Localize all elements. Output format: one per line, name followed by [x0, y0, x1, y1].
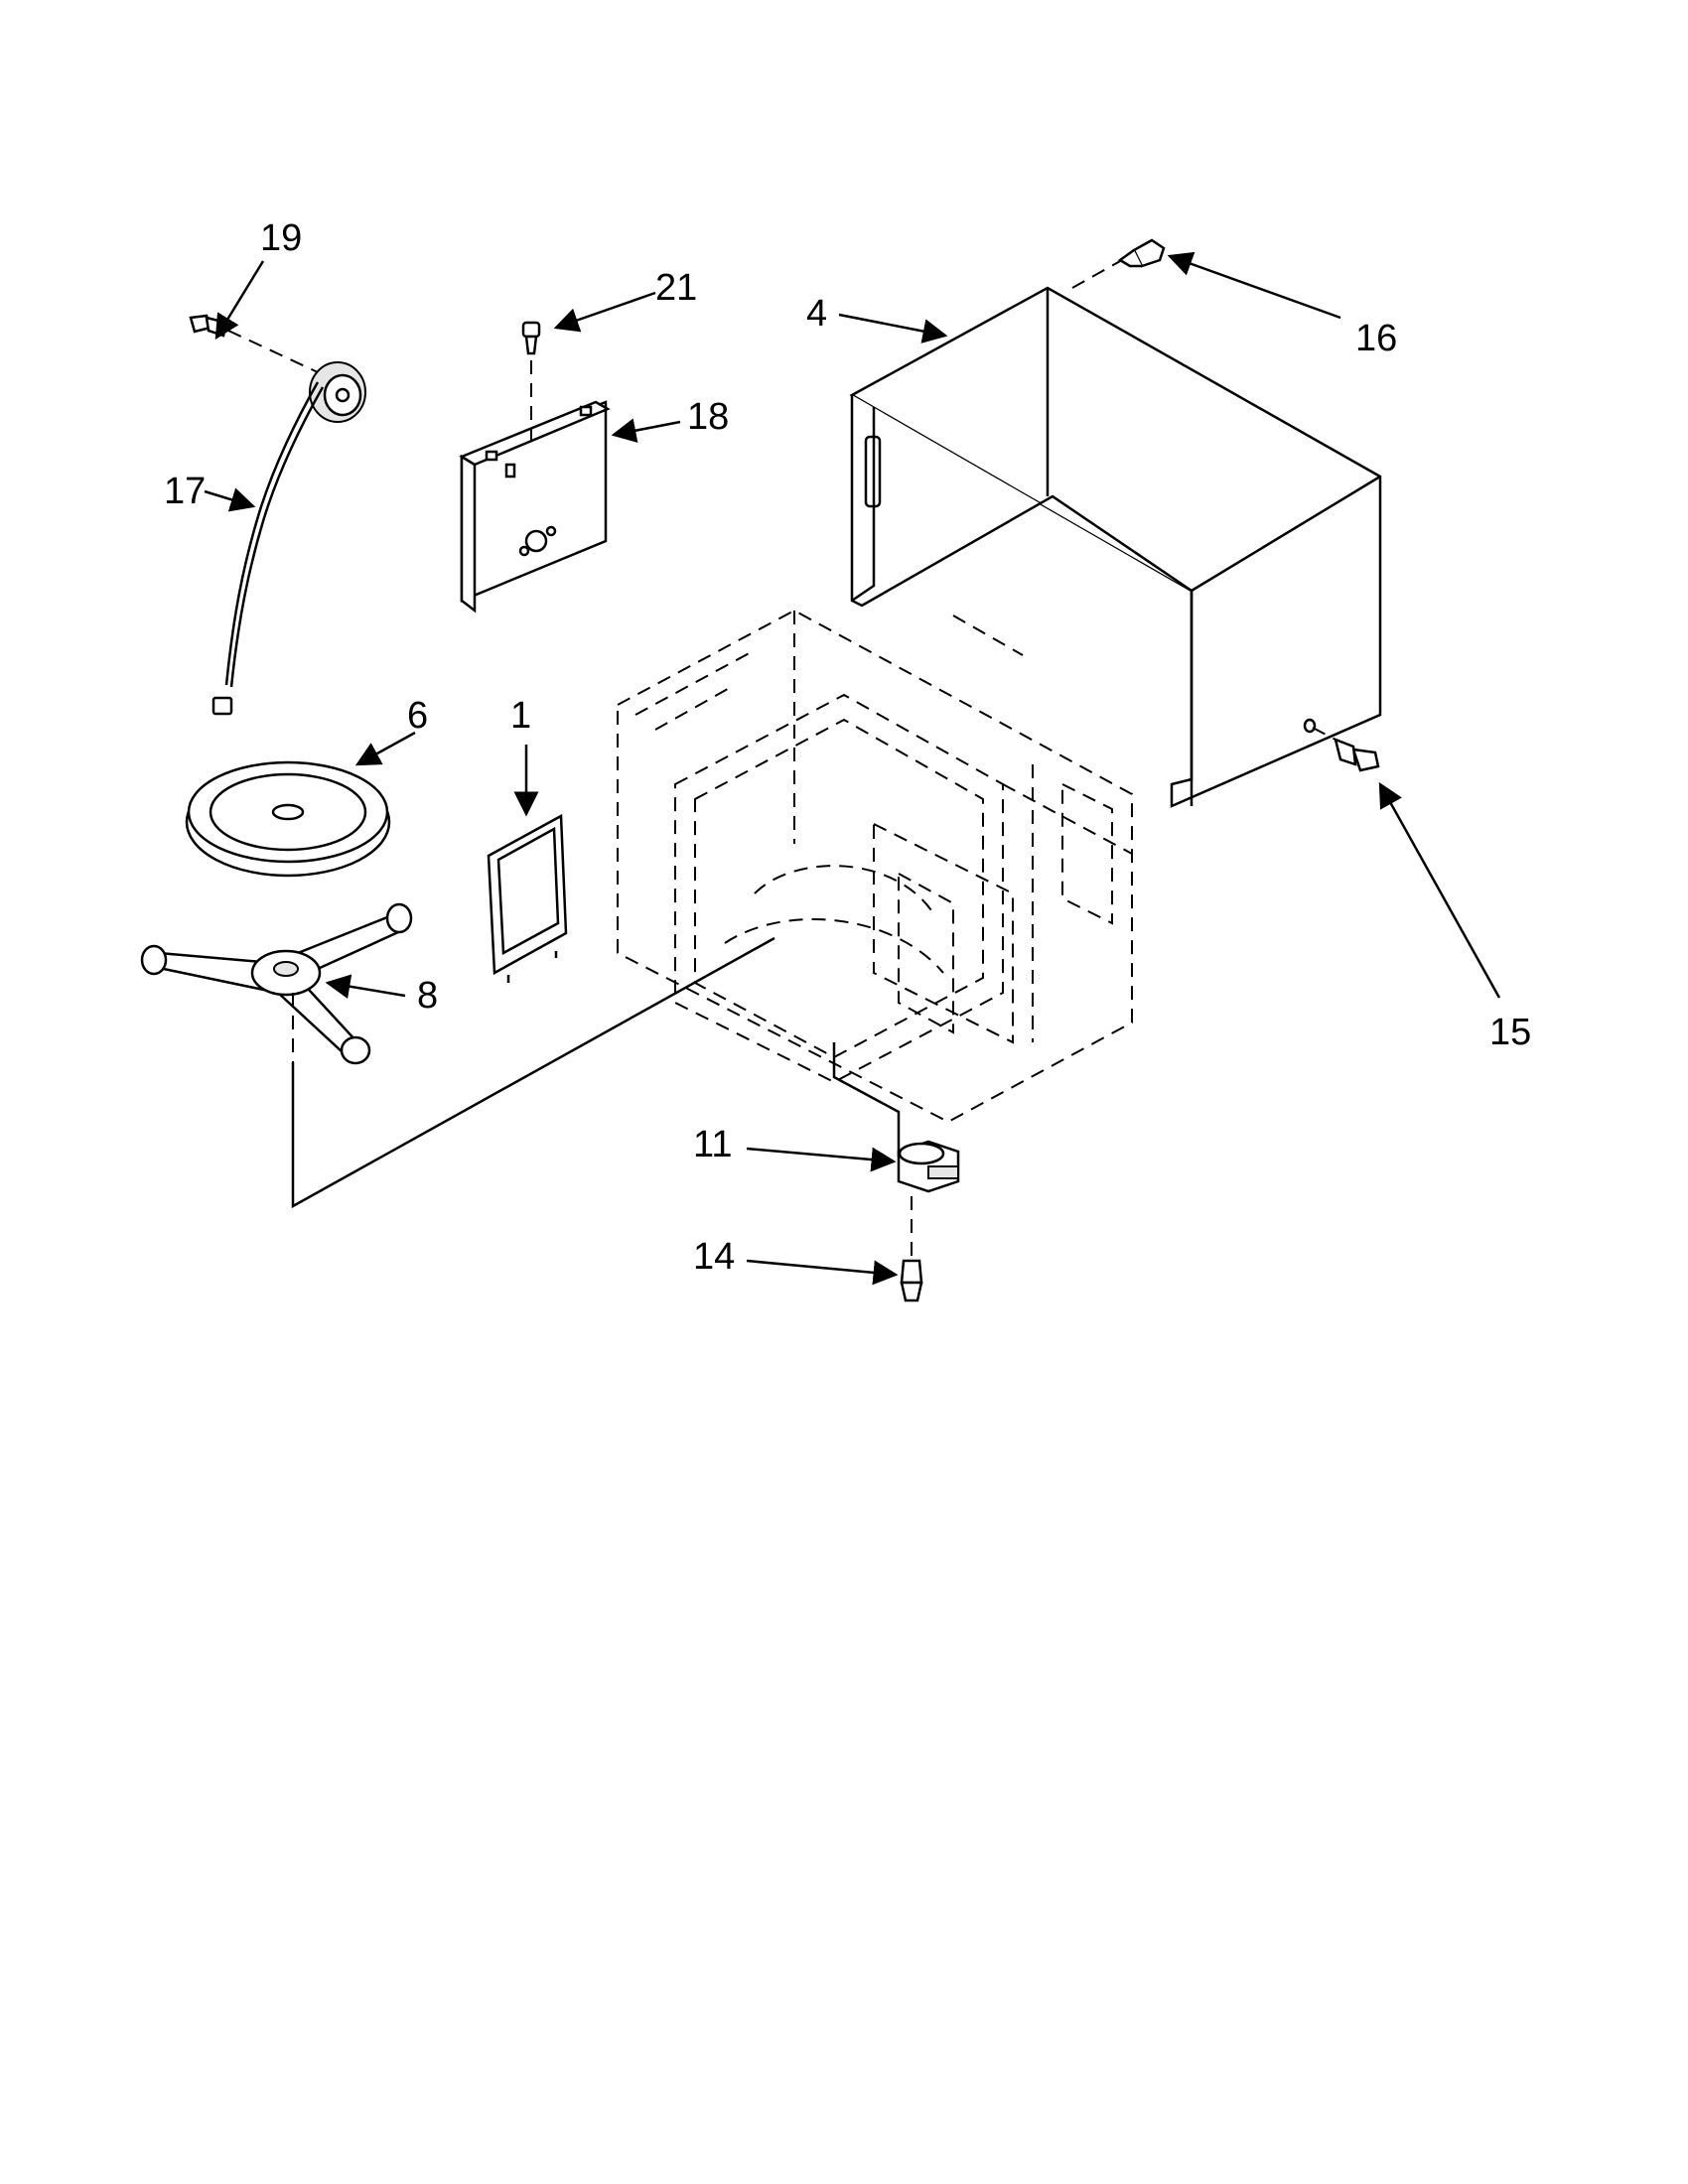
microwave-cavity [617, 609, 1133, 1157]
callout-labels: 19 21 18 4 16 15 17 6 1 8 11 14 [164, 217, 1531, 1278]
callout-8: 8 [417, 975, 438, 1017]
assembly-lines [291, 936, 775, 1209]
callout-6: 6 [407, 695, 428, 737]
turntable-tray [185, 760, 391, 878]
turntable-motor-wire [211, 361, 366, 716]
cabinet-wrap [849, 286, 1382, 808]
leader-arrows [204, 251, 1501, 1286]
drive-motor [897, 1140, 960, 1256]
callout-4: 4 [806, 293, 827, 335]
frame-seal [487, 813, 568, 983]
screw-16 [1071, 238, 1166, 289]
screw-19 [189, 314, 319, 373]
callout-17: 17 [164, 471, 206, 512]
screw-21 [521, 321, 541, 355]
callout-19: 19 [260, 217, 302, 259]
callout-14: 14 [693, 1236, 735, 1278]
mounting-bracket [459, 338, 611, 614]
callout-1: 1 [510, 695, 531, 737]
callout-11: 11 [693, 1124, 732, 1165]
callout-18: 18 [687, 396, 729, 438]
callout-15: 15 [1489, 1012, 1531, 1053]
screw-14 [900, 1259, 923, 1302]
screw-15 [1312, 727, 1380, 772]
callout-16: 16 [1355, 318, 1397, 359]
roller-guide [140, 902, 413, 1065]
callout-21: 21 [655, 267, 697, 309]
